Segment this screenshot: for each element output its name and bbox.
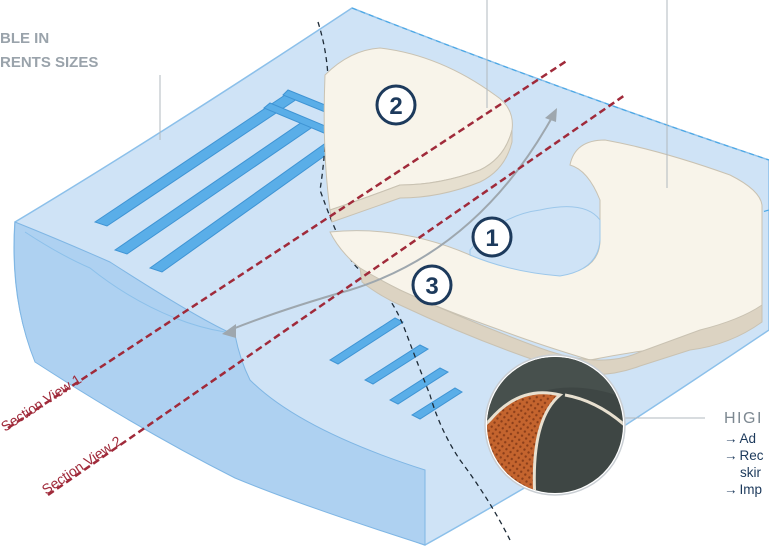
highlights-title: HIGI — [724, 410, 763, 427]
badge-3: 3 — [411, 264, 453, 306]
highlights-panel: HIGI →Ad →Rec skir →Imp — [724, 410, 764, 498]
insert-part-1 — [329, 139, 763, 376]
highlight-item: →Imp — [724, 482, 763, 497]
pressure-arrow — [222, 108, 557, 338]
sizes-label-line-1: BLE IN — [0, 30, 49, 47]
highlight-item-continuation: skir — [740, 465, 761, 480]
badge-1: 1 — [471, 216, 513, 258]
sizes-label-line-2: RENTS SIZES — [0, 54, 98, 71]
insert-part-2 — [323, 47, 513, 223]
highlight-item: →Rec — [724, 448, 764, 463]
arrow-icon: → — [724, 448, 738, 463]
badge-2: 2 — [375, 84, 417, 126]
section-line-1 — [7, 58, 569, 430]
svg-text:3: 3 — [425, 273, 438, 300]
section-label-1: Section View 1 — [0, 371, 84, 435]
section-label-2: Section View 2 — [39, 432, 125, 497]
svg-text:2: 2 — [389, 93, 402, 120]
highlight-item: →Ad — [724, 431, 757, 446]
arrow-icon: → — [724, 431, 738, 446]
section-line-2 — [47, 93, 626, 497]
svg-text:1: 1 — [485, 225, 498, 252]
arrow-icon: → — [724, 482, 738, 497]
slots-lower — [328, 317, 463, 420]
